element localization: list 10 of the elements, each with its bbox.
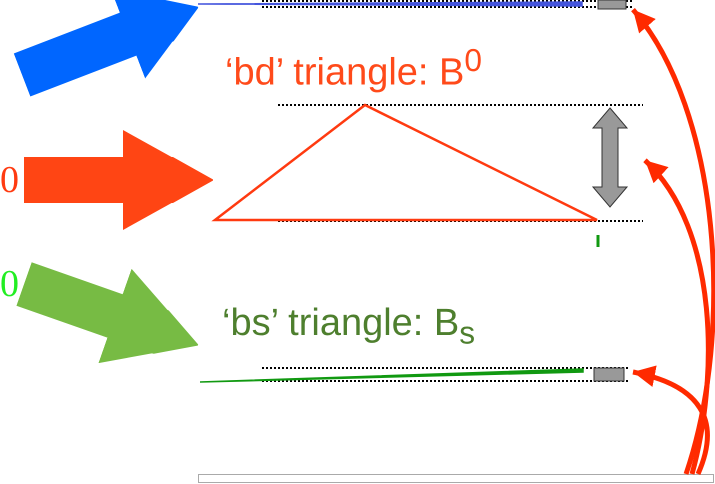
block-arrow [14,0,199,96]
label-text: 0 [0,158,19,202]
curved-arrow [632,366,710,475]
curved-arrow [630,8,715,475]
block-arrow [24,130,213,230]
triangle-heading: ‘bs’ triangle: B$_{s}$ [222,302,476,352]
triangle-heading: ‘bd’ triangle: B$^{0}$ [225,42,482,95]
label-text: 0 [0,262,19,306]
curved-arrow [643,158,711,475]
block-arrow [16,262,199,364]
